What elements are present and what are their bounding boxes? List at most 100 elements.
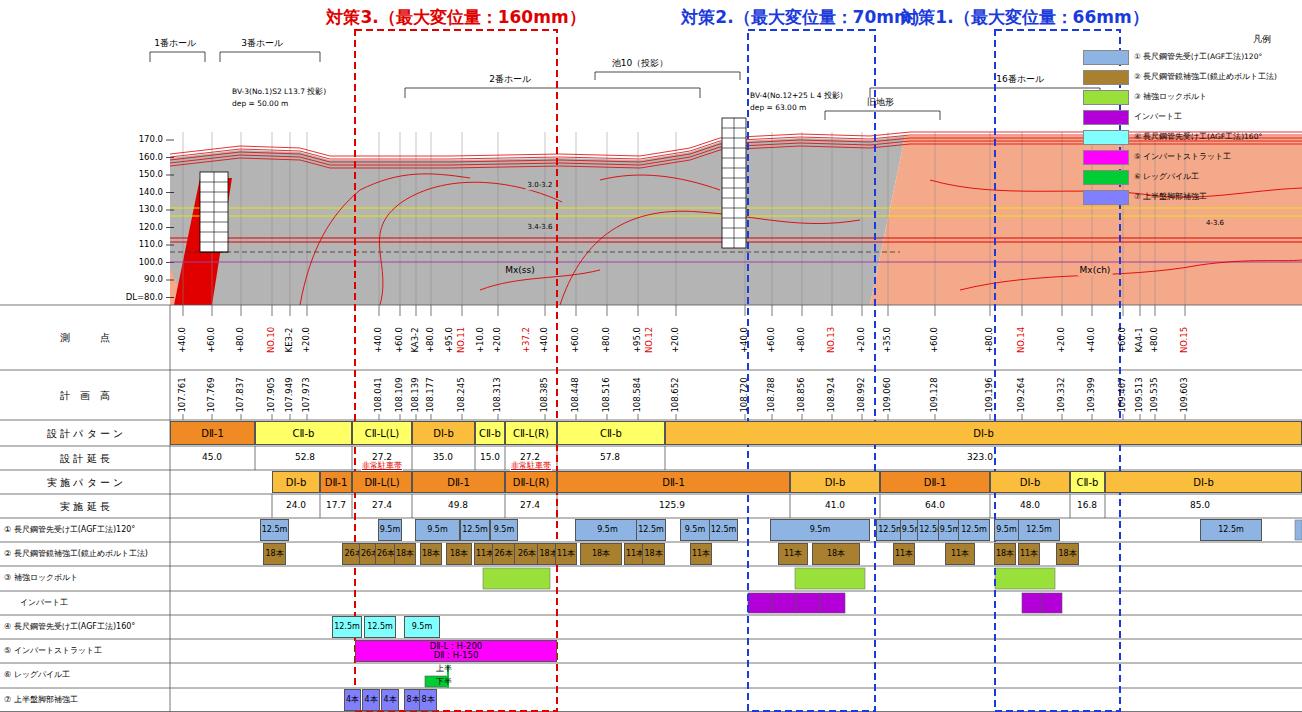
station-label: +40.0 — [740, 327, 749, 353]
contour — [600, 175, 720, 190]
zone-3 — [355, 30, 557, 711]
bar-text: 18本 — [827, 550, 845, 559]
invert-bar — [772, 593, 796, 613]
bar-text: 26本 — [377, 550, 395, 559]
heading-label: 非常駐車帯 — [361, 462, 403, 471]
grid-line — [832, 132, 833, 305]
station-label: +60.0 — [767, 327, 776, 353]
bracket — [405, 88, 700, 98]
pattern-bar: CⅡ-L(R) — [505, 421, 557, 445]
station-label: KA4-1 — [1135, 327, 1144, 352]
text-label: BV-3(No.1)S2 L13.7 投影) — [232, 88, 326, 96]
text-label: 35.0 — [433, 453, 453, 463]
legend-text: ③ 補強ロックボルト — [1134, 93, 1207, 101]
station-tick — [212, 414, 213, 420]
station-label: +40.0 — [178, 327, 187, 353]
legend-swatch — [1083, 110, 1129, 125]
cell-divider — [475, 446, 476, 470]
station-label: +10.0 — [476, 327, 485, 353]
station-tick — [1092, 414, 1093, 420]
station-tick — [1185, 414, 1186, 420]
work-bar: 11本 — [1018, 543, 1040, 565]
station-tick — [990, 305, 991, 316]
pattern-bar: DⅠ-b — [272, 471, 320, 493]
bar-text: 4本 — [346, 696, 359, 705]
grid-line — [888, 132, 889, 305]
station-label: +80.0 — [797, 327, 806, 353]
text-label: 27.4 — [372, 501, 392, 511]
legend-swatch — [1083, 50, 1129, 65]
bar-text: 9.5m — [427, 526, 448, 535]
bar-text: 9.5m — [685, 526, 706, 535]
station-label: 108.041 — [374, 377, 383, 412]
cell-divider — [880, 494, 881, 518]
bar-text: DⅡ-L(R) — [513, 477, 550, 488]
legend-text: ① 長尺鋼管先受け工(AGF工法)120° — [1134, 53, 1262, 61]
dashed-line — [170, 252, 900, 253]
pattern-bar: DⅡ-1 — [557, 471, 790, 493]
pattern-bar: DⅠ-b — [412, 421, 475, 445]
work-bar: 9.5m — [404, 616, 440, 638]
pattern-bar: CⅡ-b — [255, 421, 352, 445]
contours — [300, 174, 1302, 305]
station-tick — [1140, 305, 1141, 316]
text-label: 16番ホール — [996, 75, 1043, 85]
station-tick — [935, 305, 936, 316]
bar-text: 9.5m — [412, 623, 433, 632]
contour — [300, 174, 470, 305]
text-label: 160.0 — [139, 153, 163, 162]
text-label: 110.0 — [139, 240, 163, 249]
station-tick — [183, 305, 184, 316]
grid-line — [1022, 132, 1023, 305]
grid-line — [862, 132, 863, 305]
station-label: 107.905 — [267, 377, 276, 412]
zone-2 — [748, 30, 875, 711]
bar-text: DⅡ-L : H-200 — [430, 642, 482, 651]
text-label: 凡例 — [1253, 35, 1271, 45]
rockbolt-bar — [483, 568, 550, 589]
text-label: ⑥ レッグパイル工 — [4, 671, 70, 680]
bar-text: 18本 — [450, 550, 468, 559]
legend-text: ② 長尺鋼管鏡補強工(鏡止めボルト工法) — [1134, 73, 1277, 81]
bar-text: 11本 — [557, 550, 575, 559]
work-bar: 11本 — [945, 543, 975, 565]
pattern-bar: DⅠ-b — [665, 421, 1302, 445]
text-label: dep = 50.00 m — [232, 100, 288, 108]
rockbolt-bar — [795, 568, 865, 589]
work-bar: 18本 — [263, 543, 285, 565]
table-rule — [0, 446, 1302, 447]
pattern-bar: DⅠ-b — [990, 471, 1070, 493]
cell-divider — [272, 494, 273, 518]
bar-text: 4本 — [383, 696, 396, 705]
station-label: 109.467 — [1118, 377, 1127, 412]
station-label: KE3-2 — [285, 328, 294, 353]
cell-divider — [412, 494, 413, 518]
text-label: DL=80.0 — [126, 293, 163, 302]
station-label: 109.196 — [985, 377, 994, 412]
bar-text: DⅠ-b — [433, 428, 454, 439]
station-label: 108.720 — [740, 377, 749, 412]
table-rule — [0, 663, 1302, 664]
legend-swatch — [1083, 130, 1129, 145]
station-tick — [498, 414, 499, 420]
text-label: 27.4 — [520, 501, 540, 511]
text-label: 3番ホール — [241, 39, 283, 49]
work-bar: 9.5m — [770, 519, 870, 541]
pattern-bar: CⅡ-L(L) — [352, 421, 412, 445]
grid-line — [576, 132, 577, 305]
bar-text: 26本 — [494, 550, 512, 559]
station-label: 108.992 — [857, 377, 866, 412]
station-label: +60.0 — [571, 327, 580, 353]
cell-divider — [352, 446, 353, 470]
elevation-tick — [166, 140, 174, 141]
bar-text: 26本 — [518, 550, 536, 559]
boreholes — [200, 118, 746, 252]
text-label: BV-4(No.12+25 L 4 投影) — [750, 92, 843, 100]
station-label: +20.0 — [1057, 327, 1066, 353]
station-tick — [462, 305, 463, 316]
text-label: 323.0 — [967, 453, 993, 463]
bar-text: 12.5m — [711, 526, 737, 535]
invert-bar — [796, 593, 820, 613]
station-label: +40.0 — [1087, 327, 1096, 353]
station-tick — [462, 414, 463, 420]
